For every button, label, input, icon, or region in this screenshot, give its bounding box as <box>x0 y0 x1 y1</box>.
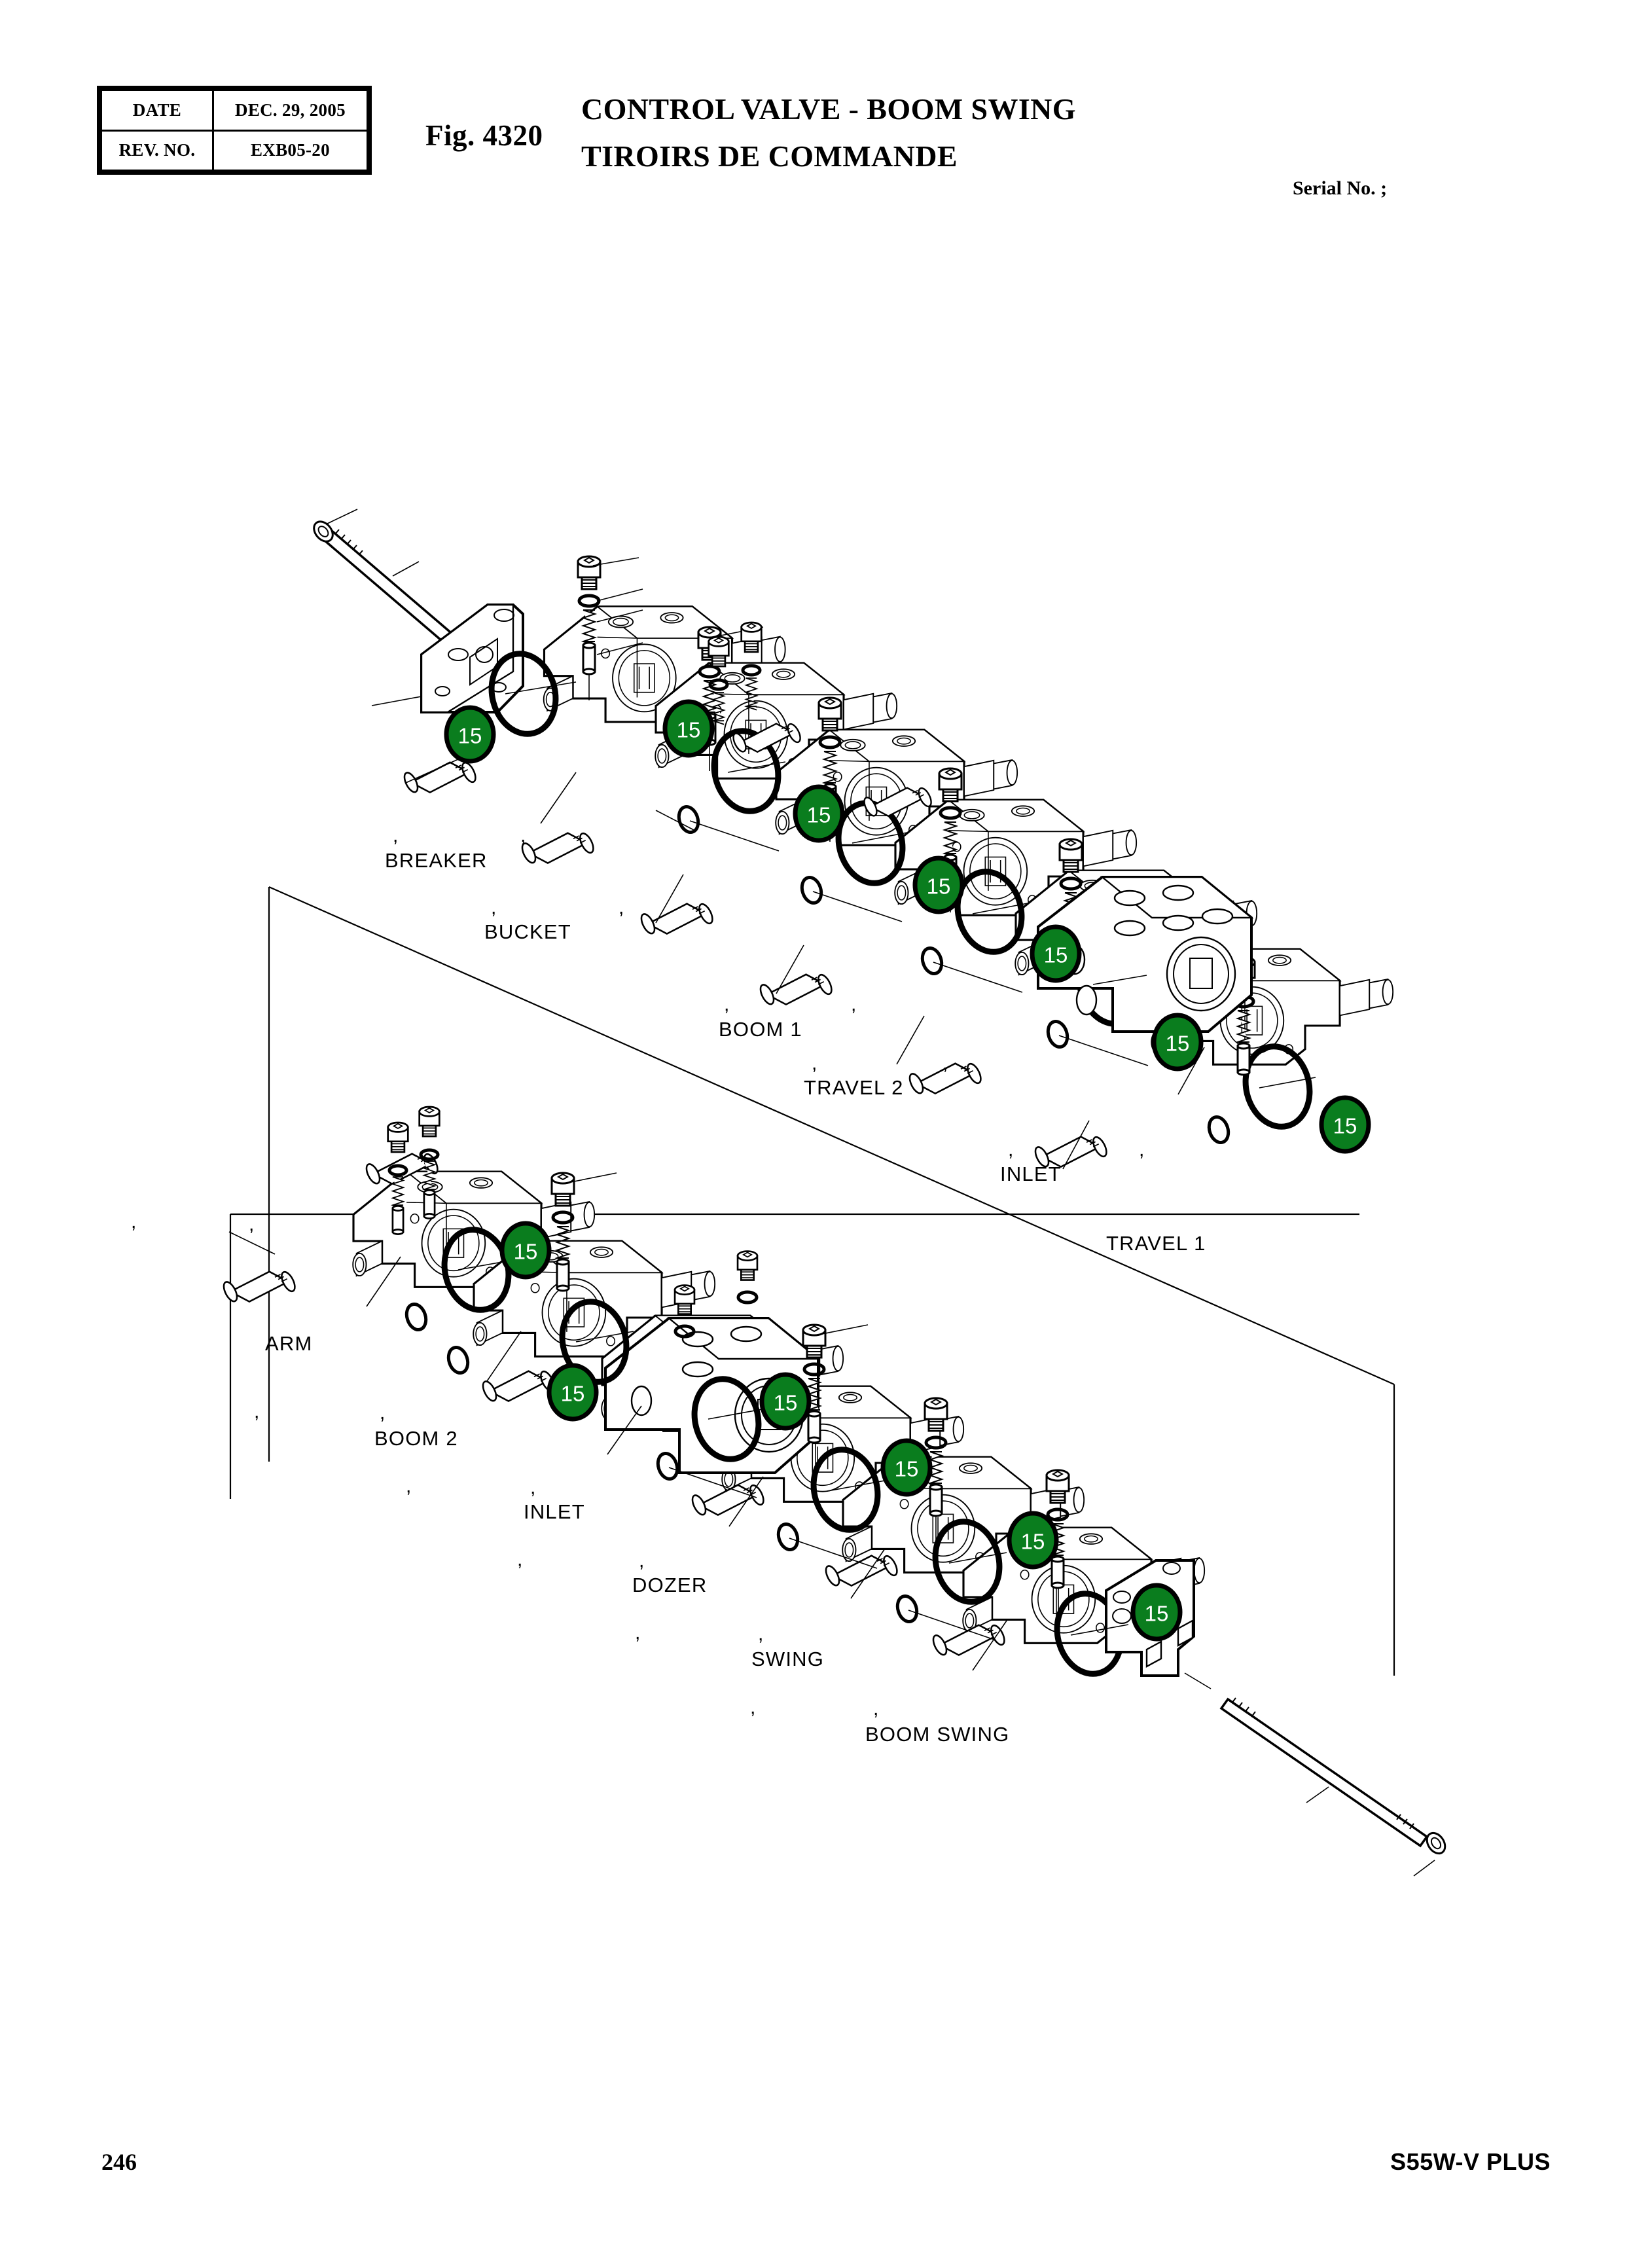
callout-badge-label: 15 <box>1145 1602 1169 1626</box>
svg-text:,: , <box>517 1549 522 1570</box>
callout-badge[interactable]: 15 <box>912 855 965 914</box>
svg-text:,: , <box>758 1623 763 1645</box>
callout-badge[interactable]: 15 <box>444 705 496 764</box>
leader-tick-marks: ,, ,, ,, ,, ,, ,, ,, ,, ,, ,, ,, <box>131 825 1144 1720</box>
leader-lines-lower <box>228 1231 1129 1671</box>
callout-badge[interactable]: 15 <box>1151 1013 1204 1071</box>
page-title-english: CONTROL VALVE - BOOM SWING <box>581 92 1076 126</box>
section-label: SWING <box>751 1648 824 1670</box>
svg-text:,: , <box>635 1622 640 1644</box>
svg-text:,: , <box>851 994 856 1015</box>
page-number: 246 <box>101 2149 137 2175</box>
section-label: INLET <box>524 1500 585 1523</box>
callout-badge-label: 15 <box>458 724 482 748</box>
inlet-block-upper <box>1037 876 1254 1033</box>
relief-valve-stack-lower-2 <box>802 1324 869 1444</box>
page-title-french: TIROIRS DE COMMANDE <box>581 139 958 173</box>
callout-badge[interactable]: 15 <box>1030 924 1082 983</box>
callout-badge-label: 15 <box>774 1391 798 1415</box>
svg-text:,: , <box>724 994 729 1015</box>
section-label: BOOM 1 <box>719 1018 802 1041</box>
meta-key-date: DATE <box>100 89 214 132</box>
callout-badge[interactable]: 15 <box>793 784 845 843</box>
section-label-group: BREAKER BUCKET BOOM 1 TRAVEL 2 INLET TRA… <box>265 849 1206 1746</box>
tie-rod-upper <box>313 509 478 666</box>
dome-plug-set <box>673 1250 759 1339</box>
callout-badge[interactable]: 15 <box>1130 1583 1183 1642</box>
svg-text:,: , <box>943 1053 948 1074</box>
callout-badge-label: 15 <box>677 718 701 742</box>
svg-text:,: , <box>1008 1139 1013 1161</box>
table-row: REV. NO. EXB05-20 <box>100 129 369 171</box>
revision-meta-table: DATE DEC. 29, 2005 REV. NO. EXB05-20 <box>97 86 372 175</box>
svg-text:,: , <box>380 1402 385 1424</box>
callout-badge-label: 15 <box>807 803 831 827</box>
callout-badge[interactable]: 15 <box>499 1221 552 1280</box>
figure-number: Fig. 4320 <box>425 119 543 152</box>
end-cover-plate <box>371 603 524 713</box>
callout-badge-label: 15 <box>514 1240 538 1264</box>
svg-text:,: , <box>393 825 398 846</box>
relief-valve-stack-upper-5 <box>1058 838 1083 958</box>
relief-valve-twin-stack-upper <box>708 621 763 725</box>
svg-text:,: , <box>530 1477 535 1498</box>
leader-lines-upper <box>405 681 1316 1170</box>
callout-badges: 15 15 15 15 15 15 15 15 <box>444 699 1371 1642</box>
section-label: TRAVEL 1 <box>1106 1232 1206 1255</box>
table-row: DATE DEC. 29, 2005 <box>100 89 369 132</box>
callout-badge-label: 15 <box>1021 1530 1045 1554</box>
meta-value-rev-no: EXB05-20 <box>211 129 369 171</box>
svg-text:,: , <box>1139 1139 1144 1161</box>
section-label: BUCKET <box>484 920 571 943</box>
section-label: DOZER <box>632 1574 708 1596</box>
svg-text:,: , <box>812 1053 817 1074</box>
model-name: S55W-V PLUS <box>1390 2148 1551 2175</box>
section-label: BOOM SWING <box>865 1723 1009 1746</box>
relief-valve-stack-upper-1 <box>577 555 643 700</box>
meta-value-date: DEC. 29, 2005 <box>211 89 369 132</box>
callout-badge[interactable]: 15 <box>1007 1511 1059 1570</box>
callout-badge-label: 15 <box>927 874 951 899</box>
meta-key-rev-no: REV. NO. <box>100 129 214 171</box>
callout-badge-label: 15 <box>561 1382 585 1406</box>
callout-badge[interactable]: 15 <box>880 1438 933 1497</box>
callout-badge-label: 15 <box>1166 1032 1190 1056</box>
svg-text:,: , <box>520 825 526 846</box>
svg-text:,: , <box>249 1214 254 1235</box>
callout-badge-label: 15 <box>1044 943 1068 967</box>
svg-text:,: , <box>406 1475 411 1497</box>
callout-badge-label: 15 <box>895 1457 919 1481</box>
tie-rod-lower <box>1184 1672 1446 1877</box>
section-plane-frame-upper <box>268 886 1395 1676</box>
section-label: ARM <box>265 1332 313 1355</box>
svg-text:,: , <box>873 1698 878 1720</box>
relief-valve-stack-lower-4 <box>1045 1469 1070 1589</box>
svg-text:,: , <box>619 897 624 918</box>
svg-text:,: , <box>491 897 496 918</box>
section-label: BOOM 2 <box>374 1427 458 1450</box>
callout-badge[interactable]: 15 <box>1319 1095 1371 1154</box>
relief-valve-stack-lower-1 <box>550 1172 617 1292</box>
section-label: BREAKER <box>385 849 488 872</box>
callout-badge[interactable]: 15 <box>759 1372 812 1431</box>
callout-badge[interactable]: 15 <box>547 1363 599 1422</box>
svg-text:,: , <box>639 1550 644 1572</box>
svg-text:,: , <box>254 1401 259 1422</box>
callout-badge[interactable]: 15 <box>662 699 715 758</box>
section-label: INLET <box>1000 1162 1062 1185</box>
svg-text:,: , <box>131 1211 136 1233</box>
serial-number-label: Serial No. ; <box>1293 177 1388 199</box>
relief-valve-stack-lower-3 <box>924 1397 948 1517</box>
relief-valve-twin-stack-lower <box>387 1106 440 1235</box>
svg-text:,: , <box>750 1697 755 1718</box>
section-label: TRAVEL 2 <box>804 1076 904 1099</box>
callout-badge-label: 15 <box>1333 1114 1357 1138</box>
